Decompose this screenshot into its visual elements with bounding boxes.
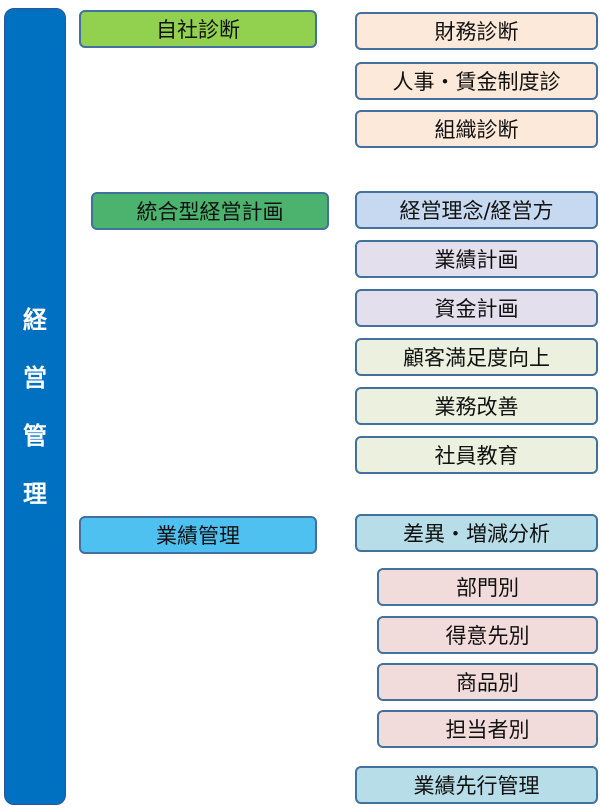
item-performance-plan: 業績計画 (355, 240, 598, 278)
item-by-department: 部門別 (377, 568, 598, 606)
item-employee-education: 社員教育 (355, 436, 598, 474)
category-integrated-plan: 統合型経営計画 (91, 192, 329, 230)
root-char: 営 (23, 363, 47, 392)
item-by-product: 商品別 (377, 663, 598, 701)
item-philosophy-policy: 経営理念/経営方 (355, 191, 598, 229)
root-char: 理 (23, 479, 47, 508)
item-variance-analysis: 差異・増減分析 (355, 514, 598, 552)
root-char: 管 (23, 421, 47, 450)
root-char: 経 (23, 305, 47, 334)
root-node-management: 経 営 管 理 (4, 8, 66, 805)
item-by-staff: 担当者別 (377, 710, 598, 748)
item-customer-satisfaction: 顧客満足度向上 (355, 338, 598, 376)
item-leading-indicator-management: 業績先行管理 (355, 766, 598, 804)
category-self-diagnosis: 自社診断 (79, 10, 317, 48)
category-performance-management: 業績管理 (79, 516, 317, 554)
item-hr-wage-diagnosis: 人事・賃金制度診 (355, 62, 598, 100)
item-by-customer: 得意先別 (377, 616, 598, 654)
item-funding-plan: 資金計画 (355, 289, 598, 327)
item-organization-diagnosis: 組織診断 (355, 110, 598, 148)
item-business-improvement: 業務改善 (355, 387, 598, 425)
item-financial-diagnosis: 財務診断 (355, 12, 598, 50)
